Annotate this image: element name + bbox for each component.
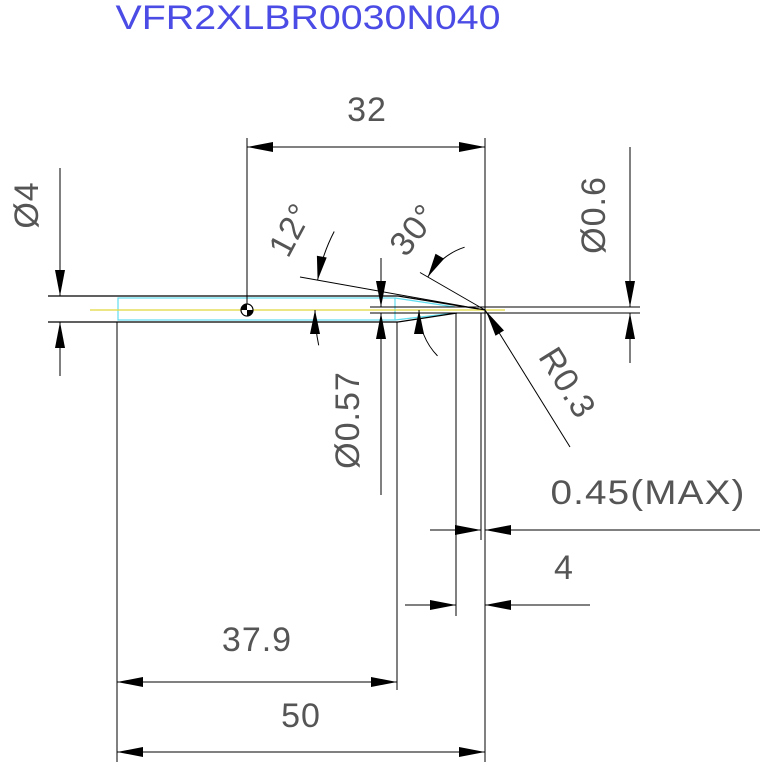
dimension-label-angle-12: 12° xyxy=(261,197,320,263)
dimension-dia-4: Ø4 xyxy=(8,168,65,376)
dimension-32: 32 xyxy=(246,91,486,762)
tip-extension-lines xyxy=(455,313,482,616)
arrow-upper xyxy=(427,253,445,277)
arrow-down xyxy=(376,281,386,307)
arrow-down xyxy=(55,270,65,296)
center-mark xyxy=(240,303,254,317)
shank-highlight xyxy=(117,297,396,321)
dimension-label-50: 50 xyxy=(281,697,321,735)
arrow-right xyxy=(371,677,397,687)
tool-outline xyxy=(48,295,505,323)
arrow-left xyxy=(117,747,143,757)
dimension-label-32: 32 xyxy=(347,91,387,129)
arrow-up xyxy=(376,313,386,339)
angle-reference-line xyxy=(419,272,486,311)
arrow-up xyxy=(55,322,65,348)
dimension-label-37-9: 37.9 xyxy=(222,621,292,659)
dimension-label-angle-30: 30° xyxy=(382,197,445,263)
taper-bottom-edge xyxy=(397,312,458,323)
angle-reference-line xyxy=(299,276,486,311)
arrow-down xyxy=(625,281,635,307)
arrow-upper xyxy=(316,255,327,281)
dimension-angle-12: 12° xyxy=(261,197,486,346)
center-mark-quadrant-a xyxy=(247,310,253,316)
center-mark-quadrant-b xyxy=(241,304,247,310)
dimension-angle-30: 30° xyxy=(382,197,486,357)
dimension-50: 50 xyxy=(117,697,485,757)
arrow-right xyxy=(459,747,485,757)
dimension-37-9: 37.9 xyxy=(116,322,398,762)
arrow-left xyxy=(247,142,273,152)
arrow-right xyxy=(430,600,456,610)
dimension-radius: R0.3 xyxy=(484,309,603,448)
dimension-label-dia-0-6: Ø0.6 xyxy=(575,176,613,254)
leader-arrow xyxy=(486,311,504,336)
dimension-0-45-max: 0.45(MAX) xyxy=(430,474,760,535)
arrow-lower xyxy=(310,310,320,334)
dimension-label-radius: R0.3 xyxy=(531,341,603,425)
dimension-label-4: 4 xyxy=(554,549,574,587)
dimension-dia-0-57: Ø0.57 xyxy=(329,258,386,495)
arrow-left xyxy=(485,600,511,610)
dimension-label-0-45-max: 0.45(MAX) xyxy=(551,474,746,512)
arrow-right xyxy=(459,142,485,152)
dimension-label-dia-0-57: Ø0.57 xyxy=(329,371,367,469)
arrow-up xyxy=(625,313,635,339)
taper-bottom-highlight xyxy=(394,312,456,321)
arrow-right xyxy=(455,525,481,535)
dimension-label-dia-4: Ø4 xyxy=(8,181,46,228)
part-number-title: VFR2XLBR0030N040 xyxy=(116,0,501,37)
arrow-lower xyxy=(414,310,424,334)
arrow-left xyxy=(485,525,511,535)
taper-top-highlight xyxy=(394,297,456,308)
dimension-dia-0-6: Ø0.6 xyxy=(485,147,640,363)
arrow-left xyxy=(117,677,143,687)
dimension-4: 4 xyxy=(405,549,590,610)
